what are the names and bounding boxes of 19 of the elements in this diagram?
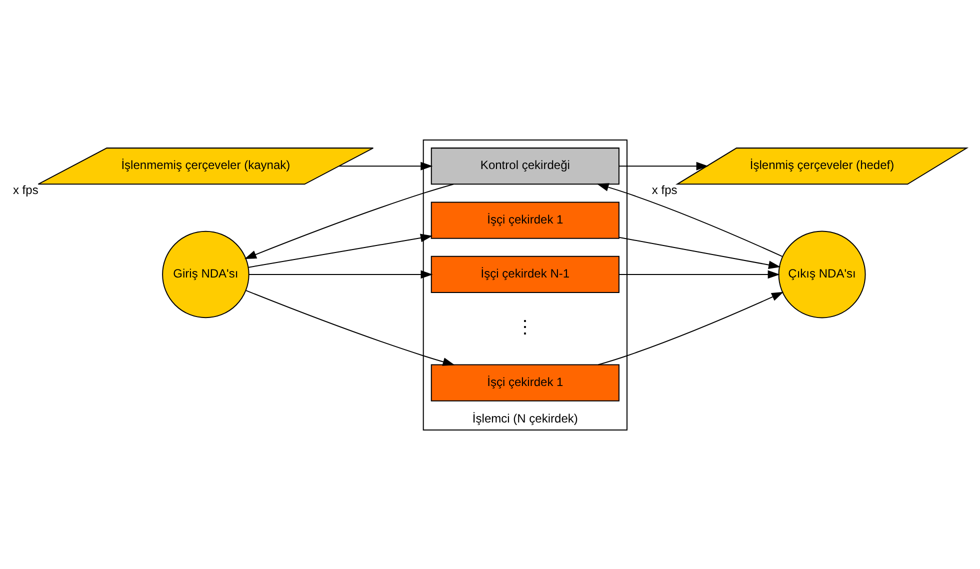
node-box: İşçi çekirdek 1 [430, 364, 620, 401]
arrow [246, 289, 455, 366]
node-box: İşçi çekirdek 1 [430, 201, 620, 238]
node-circle: Giriş NDA'sı [162, 230, 250, 318]
arrow [248, 233, 433, 268]
node-label: x fps [652, 182, 678, 196]
arrow [244, 183, 454, 259]
arrow [618, 236, 781, 269]
node-label: x fps [12, 182, 38, 196]
arrow [339, 161, 433, 170]
arrow [596, 182, 782, 256]
node-circle: Çıkış NDA'sı [778, 230, 866, 318]
label: ⋮ [516, 316, 534, 337]
arrow [619, 161, 708, 170]
arrow [598, 291, 784, 365]
node-box: İşçi çekirdek N-1 [430, 255, 620, 293]
arrow [248, 270, 433, 278]
arrow [619, 270, 780, 278]
node-box: Kontrol çekirdeği [430, 147, 620, 184]
